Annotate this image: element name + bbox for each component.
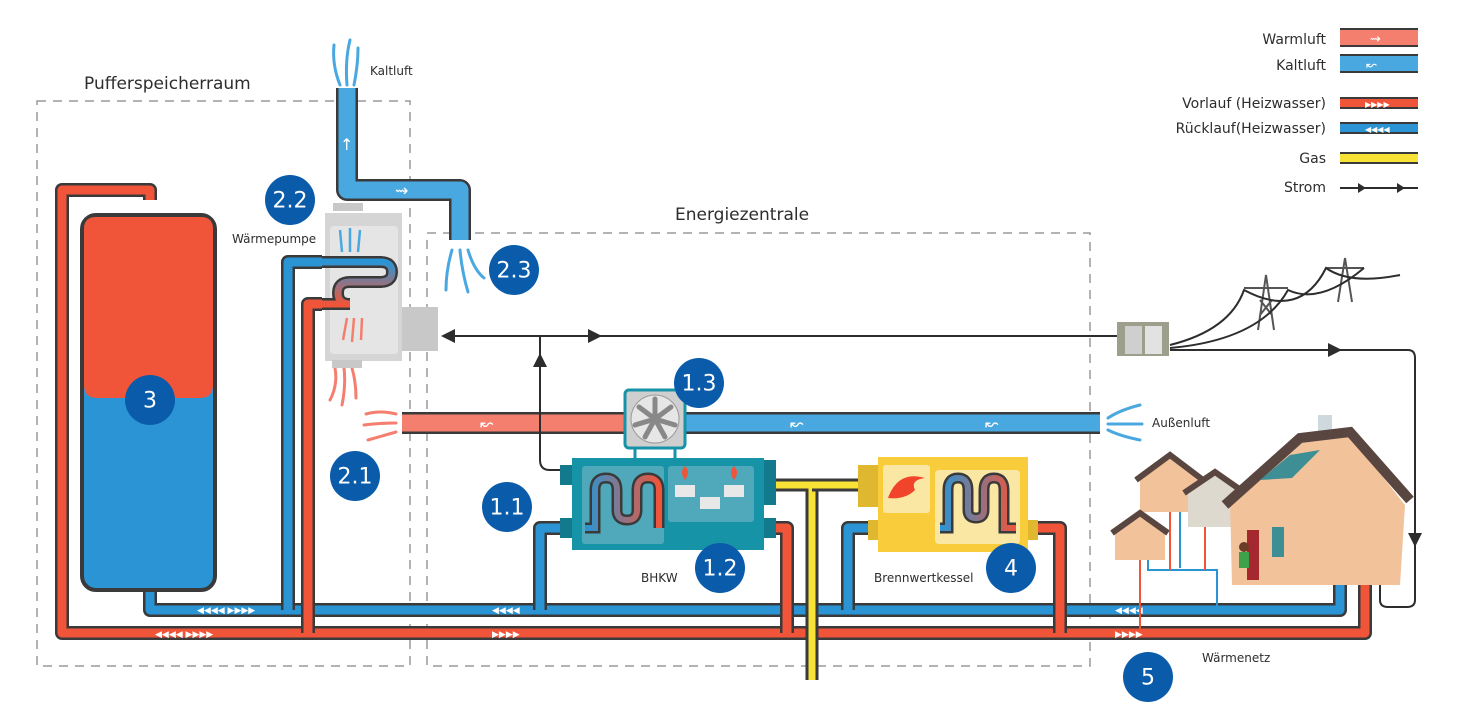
legend-swatch-vorlauf: ▶▶▶▶ (1340, 97, 1418, 109)
svg-text:▶▶▶▶: ▶▶▶▶ (492, 630, 520, 640)
power-lines (441, 329, 1422, 608)
svg-text:◀◀◀◀: ◀◀◀◀ (492, 606, 520, 616)
houses (1110, 415, 1414, 633)
legend: Warmluft ⇝ Kaltluft ↜ Vorlauf (Heizwasse… (1176, 28, 1418, 196)
badge-2-1[interactable]: 2.1 (330, 451, 380, 501)
air-flow-marks: ↜ ↜ ↜ ⇝ ↑ (340, 135, 999, 433)
badge-1-1[interactable]: 1.1 (482, 482, 532, 532)
svg-text:▶▶▶▶: ▶▶▶▶ (1365, 100, 1390, 109)
svg-text:↜: ↜ (790, 414, 804, 433)
badge-1-2[interactable]: 1.2 (695, 543, 745, 593)
legend-label-vorlauf: Vorlauf (Heizwasser) (1182, 96, 1326, 112)
svg-text:⇝: ⇝ (395, 181, 408, 200)
svg-text:5: 5 (1141, 666, 1155, 691)
svg-text:◀◀◀◀: ◀◀◀◀ (1115, 606, 1143, 616)
label-kaltluft-out: Kaltluft (370, 64, 413, 78)
air-ducts (336, 88, 1100, 434)
power-pylons (1169, 257, 1401, 349)
legend-label-ruecklauf: Rücklauf(Heizwasser) (1176, 121, 1326, 137)
svg-text:2.1: 2.1 (338, 465, 373, 490)
badge-4[interactable]: 4 (986, 543, 1036, 593)
legend-label-warmluft: Warmluft (1262, 32, 1326, 48)
legend-swatch-ruecklauf: ◀◀◀◀ (1340, 122, 1418, 134)
svg-text:◀◀◀◀: ◀◀◀◀ (1365, 125, 1390, 134)
svg-text:1.3: 1.3 (682, 372, 717, 397)
heating-pipes (55, 183, 1372, 640)
svg-text:⇝: ⇝ (1370, 32, 1381, 47)
label-brennwertkessel: Brennwertkessel (874, 571, 973, 585)
buffer-tank (80, 213, 217, 592)
gas-line (775, 478, 858, 680)
svg-text:3: 3 (143, 389, 157, 414)
label-waermenetz: Wärmenetz (1202, 651, 1270, 665)
label-aussenluft: Außenluft (1152, 416, 1210, 430)
flow-arrows: ◀◀◀◀ ▶▶▶▶ ◀◀◀◀ ▶▶▶▶ ◀◀◀◀ ▶▶▶▶ ◀◀◀◀ ▶▶▶▶ (155, 606, 1143, 640)
room-label-puffer: Pufferspeicherraum (84, 74, 251, 94)
svg-text:2.3: 2.3 (497, 259, 532, 284)
legend-swatch-kaltluft: ↜ (1340, 54, 1418, 73)
badge-2-3[interactable]: 2.3 (489, 245, 539, 295)
legend-label-kaltluft: Kaltluft (1276, 58, 1326, 74)
svg-text:↑: ↑ (340, 135, 353, 154)
badge-2-2[interactable]: 2.2 (265, 175, 315, 225)
room-pufferspeicherraum (36, 100, 411, 667)
outside-air-intake (1106, 403, 1144, 442)
badge-5[interactable]: 5 (1123, 652, 1173, 702)
svg-text:◀◀◀◀ ▶▶▶▶: ◀◀◀◀ ▶▶▶▶ (197, 606, 255, 616)
svg-text:1.1: 1.1 (490, 496, 525, 521)
fan-unit (623, 388, 687, 458)
legend-label-strom: Strom (1284, 180, 1326, 196)
legend-swatch-warmluft: ⇝ (1340, 28, 1418, 47)
bhkw-unit (560, 458, 776, 550)
condensing-boiler-unit (858, 457, 1038, 552)
legend-swatch-gas (1340, 152, 1418, 164)
legend-label-gas: Gas (1299, 151, 1326, 167)
svg-text:2.2: 2.2 (273, 189, 308, 214)
svg-text:4: 4 (1004, 557, 1018, 582)
svg-text:↜: ↜ (480, 414, 494, 433)
room-label-energie: Energiezentrale (675, 205, 809, 225)
warm-air-plume (328, 366, 398, 442)
svg-text:◀◀◀◀ ▶▶▶▶: ◀◀◀◀ ▶▶▶▶ (155, 630, 213, 640)
svg-text:▶▶▶▶: ▶▶▶▶ (1115, 630, 1143, 640)
badge-3[interactable]: 3 (125, 375, 175, 425)
label-waermepumpe: Wärmepumpe (232, 232, 316, 246)
svg-text:1.2: 1.2 (703, 557, 738, 582)
room-energiezentrale (426, 232, 1091, 667)
transformer-station (1117, 322, 1169, 356)
badge-1-3[interactable]: 1.3 (674, 358, 724, 408)
label-bhkw: BHKW (641, 571, 678, 585)
cold-air-plume-23 (444, 248, 486, 294)
small-house-pipes (1139, 510, 1218, 633)
legend-swatch-strom (1340, 183, 1418, 193)
heat-pump (322, 203, 438, 368)
cold-air-plume-top (332, 38, 360, 87)
svg-text:↜: ↜ (985, 414, 999, 433)
svg-text:↜: ↜ (1366, 58, 1377, 73)
